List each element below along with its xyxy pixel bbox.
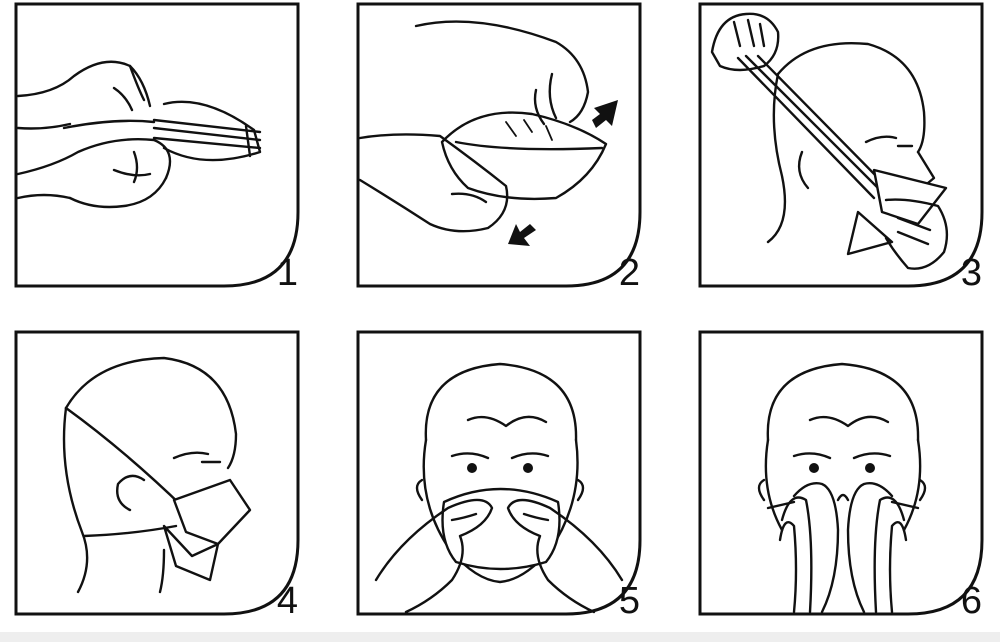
step-number: 3	[960, 252, 982, 294]
step-number: 2	[618, 252, 640, 294]
bottom-bar	[0, 632, 1000, 642]
step-number: 5	[618, 580, 640, 622]
shape-mask-cup-icon	[356, 2, 642, 288]
step-number: 6	[960, 580, 982, 622]
check-seal-icon	[698, 330, 984, 616]
step-panel-4: 4	[14, 330, 300, 620]
step-panel-5: 5	[356, 330, 642, 620]
step-panel-1: 1	[14, 2, 300, 292]
stretch-straps-over-head-icon	[698, 2, 984, 288]
step-number: 1	[276, 252, 298, 294]
press-nose-clip-icon	[356, 330, 642, 616]
step-panel-3: 3	[698, 2, 984, 292]
fold-open-mask-icon	[14, 2, 300, 288]
step-panel-2: 2	[356, 2, 642, 292]
mask-positioned-side-view-icon	[14, 330, 300, 616]
step-panel-6: 6	[698, 330, 984, 620]
step-number: 4	[276, 580, 298, 622]
